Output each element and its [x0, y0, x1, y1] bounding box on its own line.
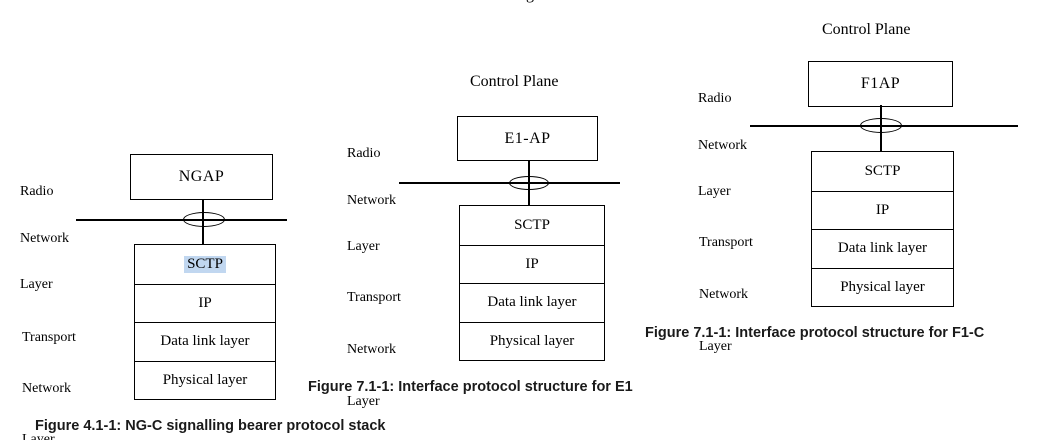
ngap-label: NGAP [178, 168, 225, 185]
transport-stack: SCTP IP Data link layer Physical layer [134, 244, 276, 400]
stack-row-physical: Physical layer [135, 360, 275, 400]
radio-network-layer-label: Radio Network Layer [20, 184, 69, 292]
sap-ellipse [860, 118, 902, 133]
radio-network-layer-label: Radio Network Layer [698, 91, 747, 199]
stack-row-sctp: SCTP [514, 216, 550, 233]
control-plane-title: Control Plane [470, 73, 559, 90]
clipped-text-fragment: g [526, 0, 534, 3]
transport-stack: SCTP IP Data link layer Physical layer [459, 205, 605, 361]
f1ap-label: F1AP [860, 75, 901, 92]
ngap-box: NGAP [130, 154, 273, 200]
figure-caption: Figure 7.1-1: Interface protocol structu… [645, 325, 985, 341]
stack-row-physical: Physical layer [812, 267, 953, 307]
stack-row-ip: IP [135, 283, 275, 323]
stack-row-ip: IP [812, 190, 953, 230]
stack-row-physical: Physical layer [460, 321, 604, 361]
sctp-highlighted-text: SCTP [184, 255, 226, 273]
transport-network-layer-label: Transport Network Layer [22, 330, 76, 440]
e1ap-label: E1-AP [504, 129, 551, 147]
transport-network-layer-label: Transport Network Layer [347, 290, 401, 409]
figure-caption: Figure 7.1-1: Interface protocol structu… [308, 379, 633, 395]
stack-row-ip: IP [460, 244, 604, 284]
control-plane-title: Control Plane [822, 21, 911, 38]
sap-ellipse [183, 212, 225, 227]
stack-row-sctp: SCTP [864, 162, 901, 179]
stack-row-datalink: Data link layer [135, 322, 275, 361]
figure-caption: Figure 4.1-1: NG-C signalling bearer pro… [35, 418, 386, 434]
stack-row-sctp: SCTP [135, 245, 275, 284]
transport-stack: SCTP IP Data link layer Physical layer [811, 151, 954, 307]
transport-network-layer-label: Transport Network Layer [699, 235, 753, 354]
interface-hline [76, 219, 287, 221]
stack-row-datalink: Data link layer [460, 283, 604, 322]
e1ap-box: E1-AP [457, 116, 598, 161]
stack-row-datalink: Data link layer [812, 229, 953, 268]
f1ap-box: F1AP [808, 61, 953, 107]
sap-ellipse [509, 176, 549, 190]
radio-network-layer-label: Radio Network Layer [347, 146, 396, 254]
